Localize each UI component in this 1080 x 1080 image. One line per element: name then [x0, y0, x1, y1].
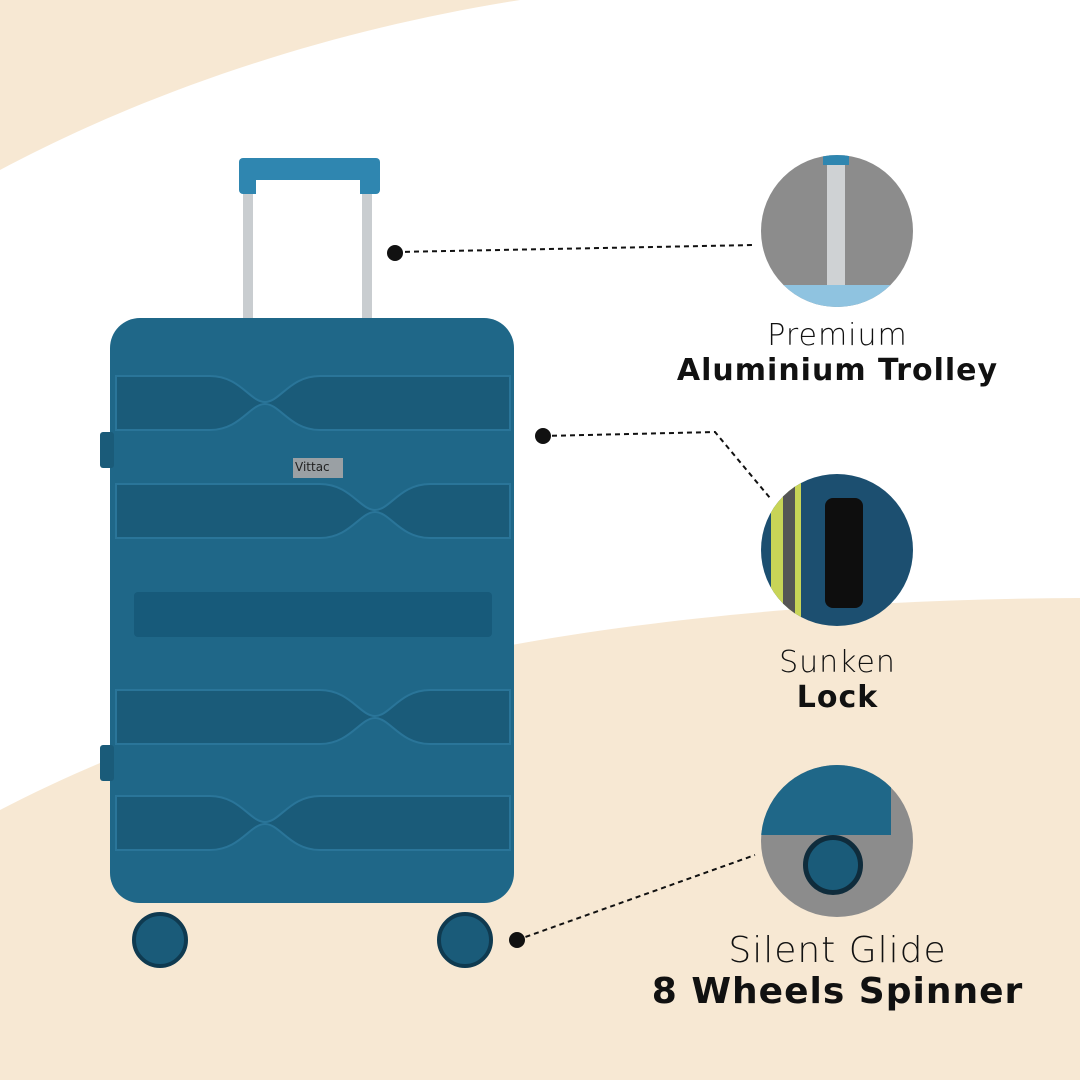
lock-closeup-image — [761, 474, 913, 626]
feature-line2: Aluminium Trolley — [676, 353, 999, 388]
feature-wheels: Silent Glide 8 Wheels Spinner — [620, 930, 1055, 1012]
feature-line1: Silent Glide — [728, 930, 947, 971]
feature-trolley: Premium Aluminium Trolley — [640, 318, 1035, 388]
trolley-closeup-image — [761, 155, 913, 307]
feature-line2: Lock — [796, 680, 879, 715]
feature-lock: Sunken Lock — [690, 645, 985, 715]
brand-logo: Vittac — [295, 460, 330, 474]
feature-line1: Sunken — [779, 645, 896, 680]
feature-line2: 8 Wheels Spinner — [651, 971, 1024, 1012]
feature-line1: Premium — [767, 318, 908, 353]
wheel-closeup-image — [761, 765, 913, 917]
